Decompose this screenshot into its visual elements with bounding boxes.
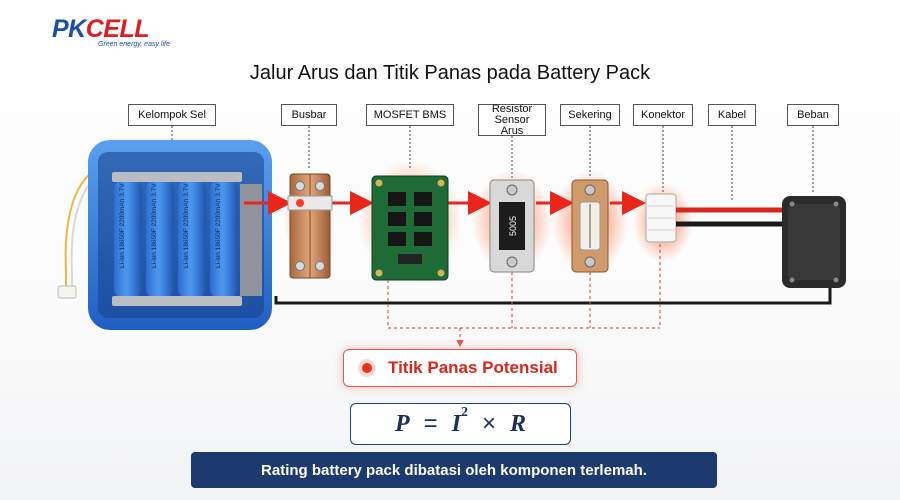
battery-pack: Li-ion 18650F 2200mAh 3.7V Li-ion 18650F…: [57, 140, 272, 330]
label-connector: Konektor: [633, 104, 693, 126]
formula-times: ×: [482, 410, 497, 437]
hotspot-badge: Titik Panas Potensial: [343, 349, 577, 387]
label-leader-lines: [171, 126, 814, 202]
brand-name: PKCELL: [52, 15, 150, 43]
return-wire: [274, 285, 832, 305]
label-fuse: Sekering: [560, 104, 620, 126]
brand-logo: PKCELL Green energy, easy life: [52, 16, 170, 48]
load-box: [782, 196, 846, 288]
resistor-marking: 5005: [508, 216, 518, 236]
cell-print-4: Li-ion 18650F 2200mAh 3.7V: [215, 183, 222, 268]
battery-cell: [146, 178, 174, 300]
fuse: [571, 179, 609, 273]
cell-print-3: Li-ion 18650F 2200mAh 3.7V: [183, 183, 190, 268]
hotspot-label: Titik Panas Potensial: [388, 358, 558, 377]
hotspot-leaders: [387, 244, 661, 348]
formula-equals: =: [423, 410, 438, 437]
diagram-title: Jalur Arus dan Titik Panas pada Battery …: [249, 62, 651, 84]
battery-cell: [114, 178, 142, 300]
label-load: Beban: [787, 104, 839, 126]
hotspot-glows: [283, 160, 693, 280]
battery-cell: [178, 178, 206, 300]
label-resistor: Resistor Sensor Arus: [478, 103, 546, 136]
label-busbar: Busbar: [281, 104, 337, 126]
cell-print-2: Li-ion 18650F 2200mAh 3.7V: [151, 183, 158, 268]
label-mosfet-bms: MOSFET BMS: [366, 104, 454, 126]
brand-tagline: Green energy, easy life: [98, 41, 170, 48]
busbar: [287, 173, 333, 279]
connector: [645, 193, 677, 243]
formula-resistance: R: [510, 410, 527, 437]
cell-print-1: Li-ion 18650F 2200mAh 3.7V: [119, 183, 126, 268]
mosfet-bms-board: [371, 175, 449, 281]
formula-current: I2: [451, 404, 468, 437]
cables: [676, 207, 790, 227]
battery-cell: [210, 178, 238, 300]
current-sense-resistor: 5005: [489, 179, 535, 273]
conclusion-banner: Rating battery pack dibatasi oleh kompon…: [191, 452, 717, 488]
formula-lhs: P: [394, 410, 410, 437]
label-cable: Kabel: [708, 104, 756, 126]
label-cell-group: Kelompok Sel: [128, 104, 216, 126]
power-formula: P = I2 × R: [350, 403, 571, 445]
hotspot-icon: [358, 359, 376, 377]
